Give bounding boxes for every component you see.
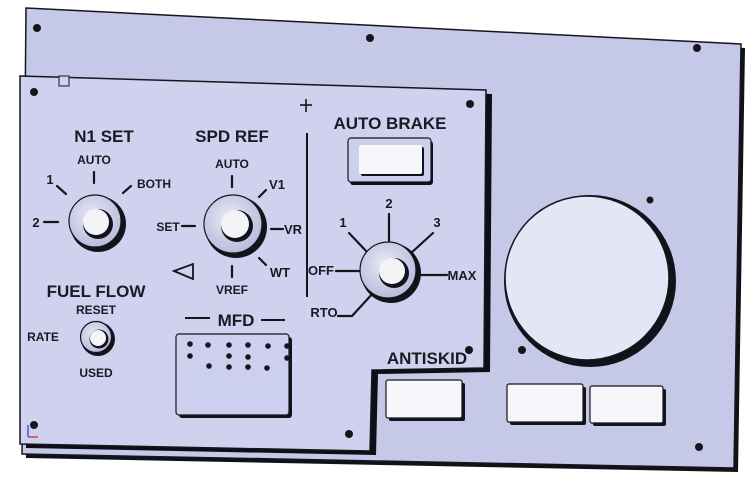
n1-position-1: 1 [46, 172, 53, 187]
n1-position-auto: AUTO [77, 153, 111, 167]
mfd-cutout [175, 333, 292, 418]
fuel-flow-group: FUEL FLOW RESET RATE USED [27, 282, 146, 380]
brake-position-off: OFF [308, 263, 334, 278]
auto-brake-knob[interactable] [359, 241, 421, 303]
fuel-position-reset: RESET [76, 303, 117, 317]
auto-brake-group: AUTO BRAKE RTO OFF 1 2 3 MAX [308, 114, 477, 320]
n1-position-both: BOTH [137, 177, 171, 191]
mounting-hole [30, 88, 38, 96]
n1-set-group: N1 SET 2 1 AUTO BOTH [32, 127, 171, 252]
antiskid-window-3 [589, 385, 666, 426]
mounting-hole [693, 44, 701, 52]
gauge-cutout [504, 195, 676, 367]
fuel-flow-title: FUEL FLOW [47, 282, 147, 301]
spd-ref-knob[interactable] [203, 194, 267, 258]
fuel-position-used: USED [79, 366, 113, 380]
mfd-title: MFD [218, 311, 255, 330]
mounting-hole [646, 196, 654, 204]
brake-position-rto: RTO [310, 305, 337, 320]
spd-position-v1: V1 [269, 177, 285, 192]
spd-ref-group: SPD REF SET AUTO V1 VR WT VREF [156, 127, 302, 297]
antiskid-title: ANTISKID [387, 349, 467, 368]
mounting-hole [695, 443, 703, 451]
mfd-group: MFD [175, 311, 292, 418]
antiskid-window-2 [506, 383, 586, 425]
fuel-position-rate: RATE [27, 330, 59, 344]
mounting-hole [465, 346, 473, 354]
mounting-hole [33, 24, 41, 32]
mfd-pin-holes [187, 341, 290, 371]
triangle-left-icon [171, 262, 194, 281]
antiskid-group: ANTISKID [385, 349, 666, 426]
spd-position-vref: VREF [216, 283, 248, 297]
spd-ref-title: SPD REF [195, 127, 269, 146]
n1-set-title: N1 SET [74, 127, 134, 146]
antiskid-window-1 [385, 379, 465, 421]
spd-position-set: SET [156, 220, 180, 234]
mounting-hole [345, 430, 353, 438]
spd-position-wt: WT [270, 265, 290, 280]
spd-position-vr: VR [284, 222, 303, 237]
axis-triad-icon [27, 425, 38, 438]
mounting-hole [30, 421, 38, 429]
auto-brake-indicator-window [347, 137, 433, 185]
crosshair-icon [300, 99, 312, 112]
brake-position-max: MAX [448, 268, 477, 283]
n1-position-2: 2 [32, 215, 39, 230]
mounting-hole [466, 100, 474, 108]
fuel-flow-knob[interactable] [79, 320, 116, 357]
mounting-hole [518, 346, 526, 354]
brake-position-3: 3 [433, 215, 440, 230]
auto-brake-title: AUTO BRAKE [333, 114, 446, 133]
brake-position-2: 2 [385, 196, 392, 211]
spd-position-auto: AUTO [215, 157, 249, 171]
mounting-hole [366, 34, 374, 42]
n1-set-knob[interactable] [68, 194, 126, 252]
brake-position-1: 1 [339, 215, 346, 230]
